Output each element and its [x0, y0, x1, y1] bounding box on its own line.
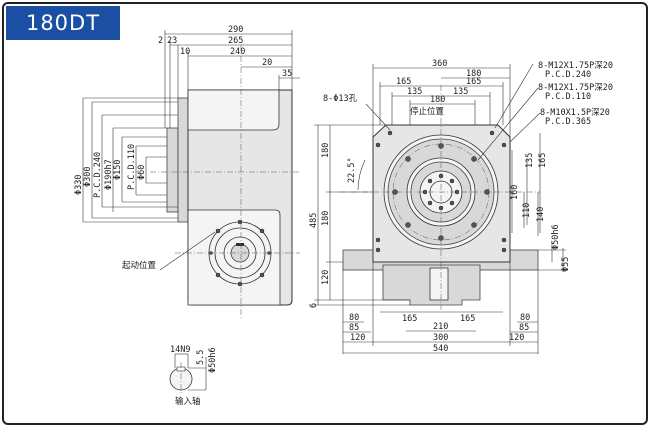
dim-20: 20	[262, 58, 272, 68]
dim-165-right: 165	[466, 77, 481, 87]
inner-flange	[166, 127, 179, 213]
dim-phi60: Φ60	[137, 165, 147, 180]
side-view: 290 2 23 265 10 240 20 35 Φ330 Φ300 P.C.…	[74, 25, 300, 320]
dim-165-left: 165	[396, 77, 411, 87]
dim-phi300: Φ300	[83, 167, 93, 187]
dim-85-right: 85	[519, 323, 529, 333]
dim-180-lower: 180	[321, 211, 331, 226]
dim-160: 160	[510, 185, 520, 200]
dim-phi55: Φ55	[561, 257, 571, 272]
dim-165-bottom-left: 165	[402, 314, 417, 324]
dim-135-right-v: 135	[525, 153, 535, 168]
dim-265: 265	[228, 36, 243, 46]
stop-position-label: 停止位置	[410, 106, 445, 117]
dim-35: 35	[282, 69, 292, 79]
input-shaft-detail: 14N9 5.5 Φ50h6 输入轴	[169, 345, 218, 407]
start-position-label: 起动位置	[122, 260, 157, 271]
dim-360: 360	[432, 59, 447, 69]
dim-165-bottom-right: 165	[460, 314, 475, 324]
dim-135-left: 135	[407, 87, 422, 97]
input-diameter-label: Φ50h6	[208, 347, 218, 373]
dim-485: 485	[309, 213, 319, 228]
dim-phi190h7: Φ190h7	[104, 159, 114, 190]
keyway-label: 14N9	[170, 345, 190, 355]
front-view: 360 180 165 165 135 135 180 8-Φ13孔 停止位置 …	[309, 59, 613, 354]
input-shaft-label: 输入轴	[175, 396, 201, 407]
model-title: 180DT	[6, 6, 120, 40]
dim-pcd240: P.C.D.240	[93, 152, 103, 198]
dim-290: 290	[228, 25, 243, 35]
dim-phi330: Φ330	[74, 175, 84, 195]
dim-180-top: 180	[466, 69, 481, 79]
key-depth-label: 5.5	[196, 350, 206, 365]
dim-110: 110	[522, 203, 532, 218]
dim-180-upper: 180	[321, 143, 331, 158]
side-top-bar	[187, 89, 280, 131]
dim-165-right-v: 165	[538, 153, 548, 168]
dim-120-left: 120	[350, 333, 365, 343]
note-1-line2: P.C.D.240	[545, 70, 591, 80]
dim-80-right: 80	[520, 313, 530, 323]
note-3-line1: 8-M10X1.5P深20	[540, 108, 610, 118]
dim-23: 23	[167, 36, 177, 46]
note-1-line1: 8-M12X1.75P深20	[538, 61, 613, 71]
dim-phi50h6-output: Φ50h6	[551, 224, 561, 250]
dim-300: 300	[433, 333, 448, 343]
note-2-line1: 8-M12X1.75P深20	[538, 83, 613, 93]
dim-phi150: Φ150	[113, 160, 123, 180]
outer-flange	[177, 97, 189, 223]
dim-6: 6	[309, 303, 319, 308]
dim-85-left: 85	[349, 323, 359, 333]
dim-pcd110: P.C.D.110	[127, 144, 137, 190]
dim-540: 540	[433, 344, 448, 354]
dim-140: 140	[536, 207, 546, 222]
dim-135-right: 135	[453, 87, 468, 97]
dim-180-inner: 180	[430, 95, 445, 105]
note-3-line2: P.C.D.365	[545, 117, 591, 127]
dim-240: 240	[230, 47, 245, 57]
dim-120-right: 120	[509, 333, 524, 343]
dim-210: 210	[433, 322, 448, 332]
hole-label: 8-Φ13孔	[323, 94, 358, 104]
dim-120-height: 120	[321, 270, 331, 285]
dim-10: 10	[180, 47, 190, 57]
dim-80-left: 80	[349, 313, 359, 323]
dim-2: 2	[158, 36, 163, 46]
angle-label: 22.5°	[347, 157, 357, 183]
note-2-line2: P.C.D.110	[545, 92, 591, 102]
